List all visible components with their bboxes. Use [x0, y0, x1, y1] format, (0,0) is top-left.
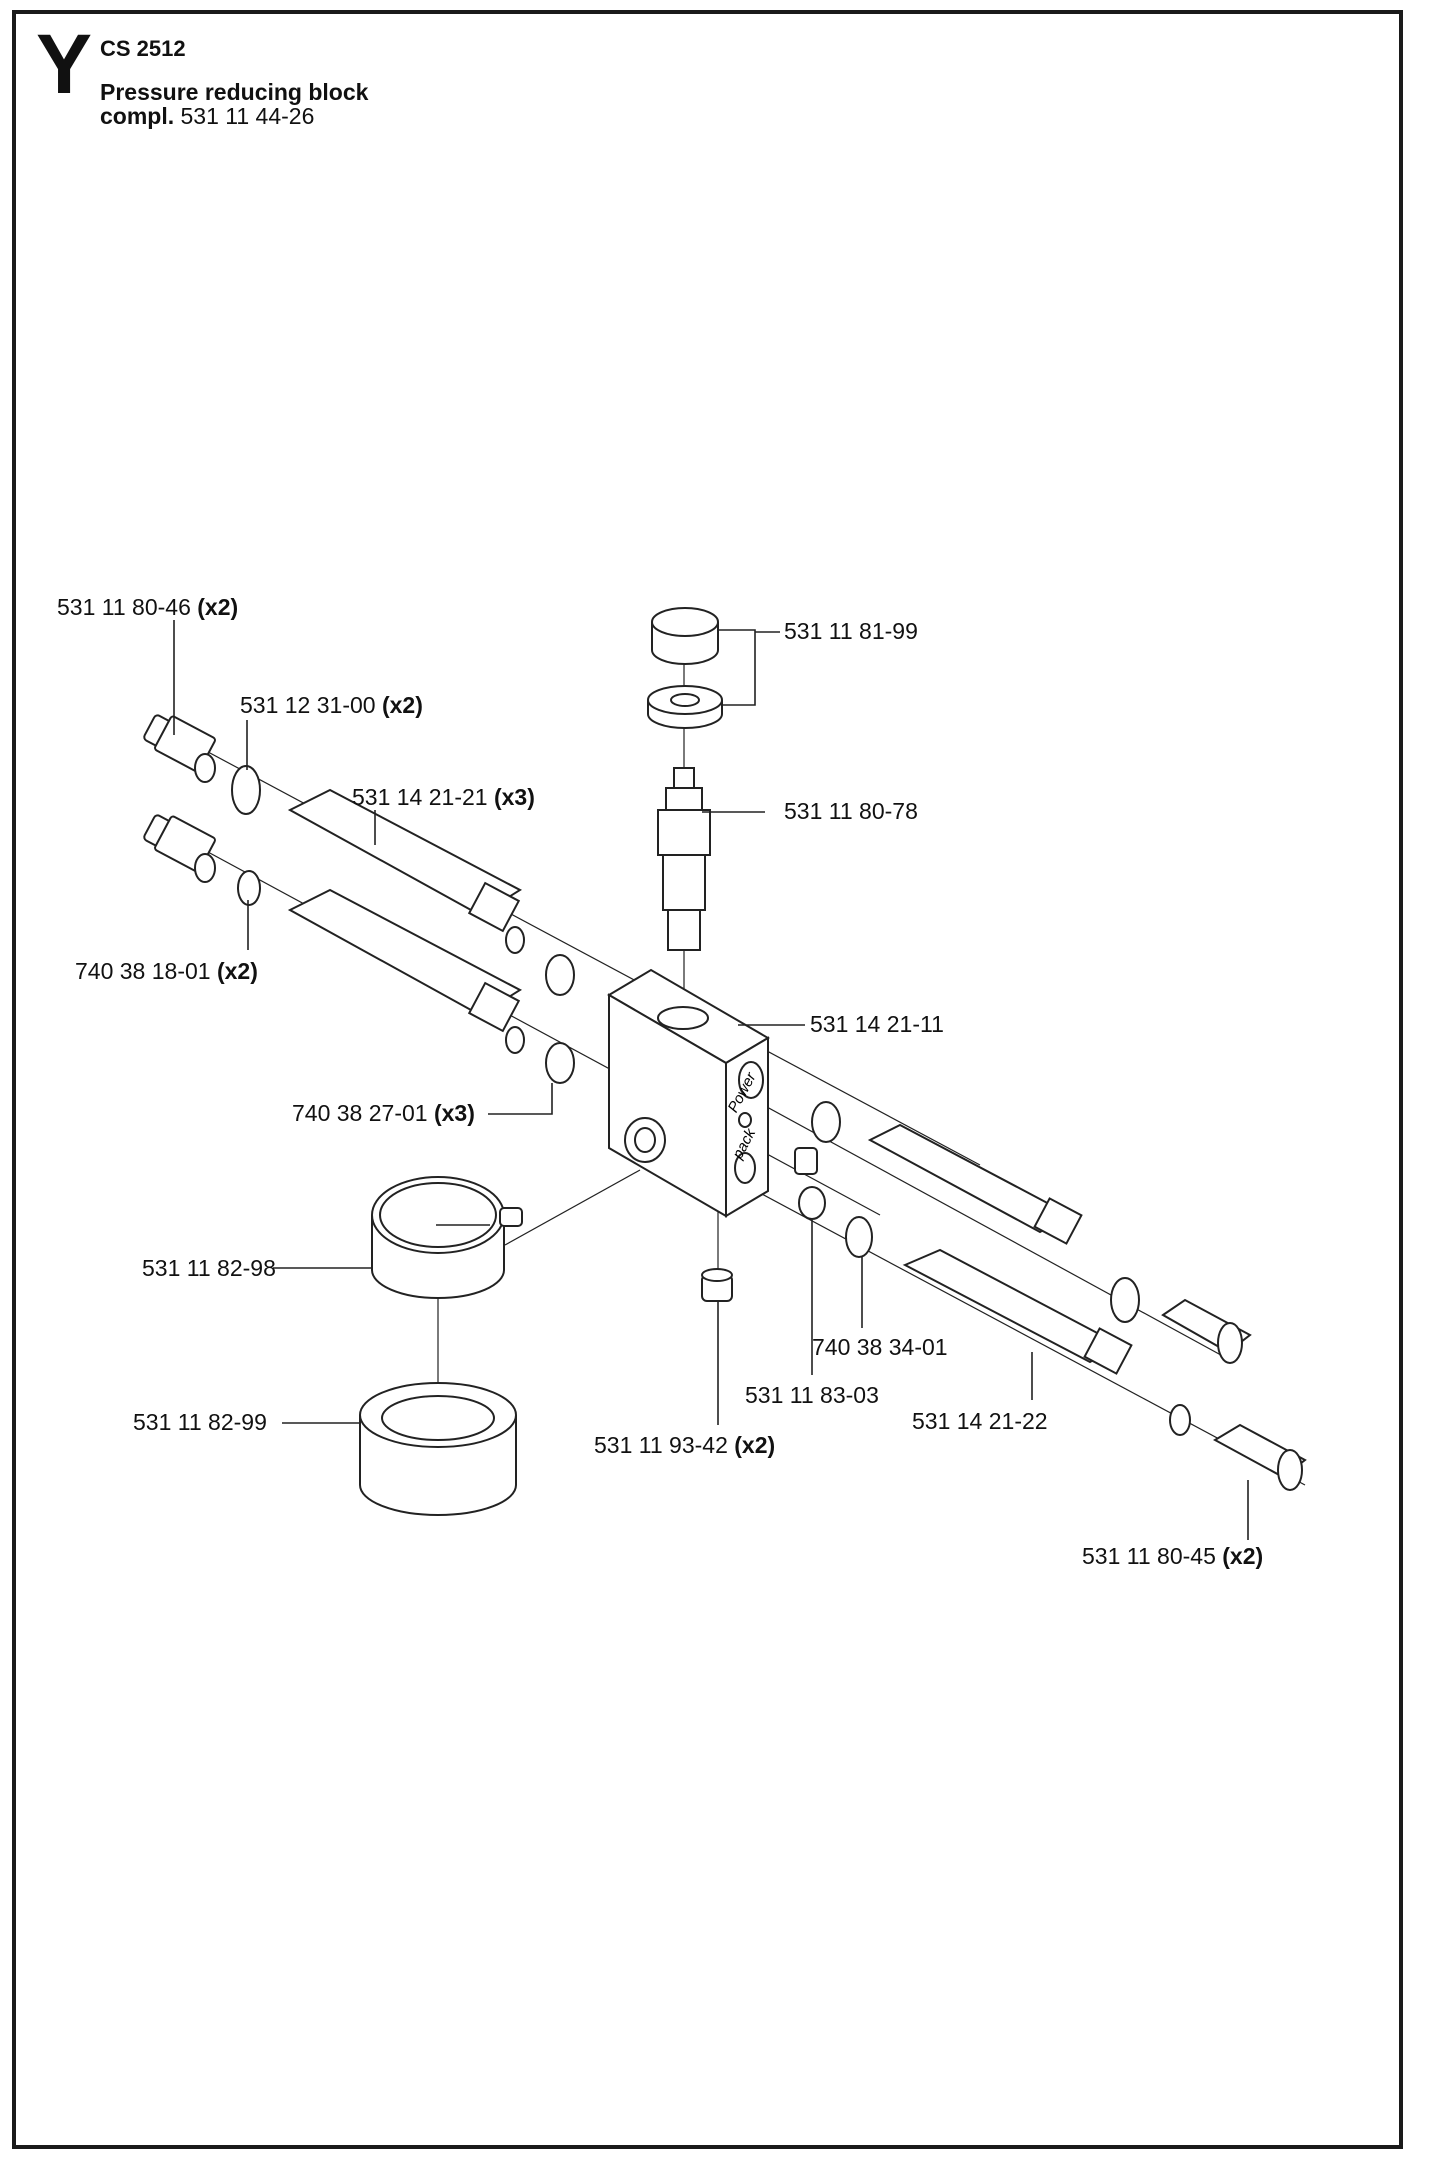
- seal-740-38-27-01-b: [545, 1042, 575, 1084]
- gauge-531-11-82-98: [371, 1176, 523, 1299]
- plug-531-11-83-03: [798, 1186, 826, 1220]
- block-531-14-21-11: [607, 968, 770, 1218]
- washer-531-12-31-00-b: [1110, 1277, 1140, 1323]
- hose-531-14-21-21-c: [867, 1123, 1083, 1245]
- part-number: 531 11 82-99: [133, 1409, 267, 1435]
- part-number: 740 38 27-01: [292, 1100, 428, 1126]
- part-number: 531 11 93-42: [594, 1432, 728, 1458]
- part-label[interactable]: 531 12 31-00 (x2): [240, 694, 423, 717]
- part-number: 531 11 80-45: [1082, 1543, 1216, 1569]
- part-label[interactable]: 531 11 83-03: [745, 1384, 879, 1407]
- part-qty: (x2): [197, 594, 239, 620]
- part-number: 531 11 80-78: [784, 798, 918, 824]
- hose-531-14-21-21-b: [287, 888, 525, 1054]
- section-letter: Y: [36, 17, 93, 111]
- cap-531-11-81-99: [647, 607, 723, 729]
- part-qty: (x3): [433, 1100, 475, 1126]
- hose-531-14-21-22: [902, 1248, 1133, 1375]
- part-label[interactable]: 740 38 27-01 (x3): [292, 1102, 475, 1125]
- part-label[interactable]: 740 38 34-01: [812, 1336, 948, 1359]
- part-label[interactable]: 531 11 80-46 (x2): [57, 596, 238, 619]
- part-label[interactable]: 531 11 82-99: [133, 1411, 267, 1434]
- part-label[interactable]: 740 38 18-01 (x2): [75, 960, 258, 983]
- model-name: CS 2512: [100, 36, 186, 61]
- page-frame: [12, 10, 1403, 2149]
- compl-part-number: 531 11 44-26: [180, 103, 315, 129]
- seal-740-38-27-01-c: [811, 1101, 841, 1143]
- plug-531-11-93-42: [701, 1268, 733, 1302]
- ring-531-11-82-99: [359, 1382, 517, 1516]
- part-label[interactable]: 531 11 80-45 (x2): [1082, 1545, 1263, 1568]
- part-label[interactable]: 531 14 21-11: [810, 1013, 944, 1036]
- part-number: 531 11 82-98: [142, 1255, 276, 1281]
- leader-531-11-81-99: [718, 629, 756, 706]
- part-number: 531 11 80-46: [57, 594, 191, 620]
- compl-prefix: compl.: [100, 103, 175, 129]
- part-label[interactable]: 531 11 80-78: [784, 800, 918, 823]
- coupling-531-11-80-46-b: [143, 814, 216, 883]
- part-number: 531 14 21-22: [912, 1408, 1048, 1434]
- part-number: 740 38 18-01: [75, 958, 211, 984]
- axis-line-lower-right: [744, 1184, 1306, 1486]
- part-qty: (x2): [381, 692, 423, 718]
- part-number: 531 14 21-21: [352, 784, 488, 810]
- axis-line-lower-left: [194, 844, 881, 1216]
- washer-531-12-31-00: [231, 765, 261, 815]
- part-qty: (x3): [493, 784, 535, 810]
- seal-740-38-27-01-a: [545, 954, 575, 996]
- assembly-title: Pressure reducing block: [100, 79, 369, 105]
- part-qty: (x2): [1222, 1543, 1264, 1569]
- part-label[interactable]: 531 11 81-99: [784, 620, 918, 643]
- part-number: 531 11 83-03: [745, 1382, 879, 1408]
- part-label[interactable]: 531 14 21-22: [912, 1410, 1048, 1433]
- coupling-531-11-80-46-a: [143, 714, 216, 783]
- axis-line-gauge: [504, 1169, 641, 1246]
- page-title: Pressure reducing block compl. 531 11 44…: [100, 80, 368, 128]
- part-number: 531 14 21-11: [810, 1011, 944, 1037]
- part-qty: (x2): [734, 1432, 776, 1458]
- coupling-531-11-80-45-b: [1212, 1423, 1307, 1491]
- hose-531-14-21-21-a: [287, 788, 525, 954]
- part-number: 531 11 81-99: [784, 618, 918, 644]
- part-label[interactable]: 531 14 21-21 (x3): [352, 786, 535, 809]
- part-number: 740 38 34-01: [812, 1334, 948, 1360]
- seal-740-38-18-01-b: [1169, 1404, 1191, 1436]
- leader-740-38-27-01: [488, 1083, 553, 1115]
- plug-small: [794, 1147, 818, 1175]
- valve-531-11-80-78: [657, 767, 711, 951]
- part-qty: (x2): [216, 958, 258, 984]
- part-label[interactable]: 531 11 93-42 (x2): [594, 1434, 775, 1457]
- seal-740-38-18-01: [237, 870, 261, 906]
- coupling-531-11-80-45-a: [1161, 1298, 1252, 1364]
- assembly-compl: compl. 531 11 44-26: [100, 104, 368, 128]
- part-label[interactable]: 531 11 82-98: [142, 1257, 276, 1280]
- part-number: 531 12 31-00: [240, 692, 376, 718]
- seal-740-38-34-01: [845, 1216, 873, 1258]
